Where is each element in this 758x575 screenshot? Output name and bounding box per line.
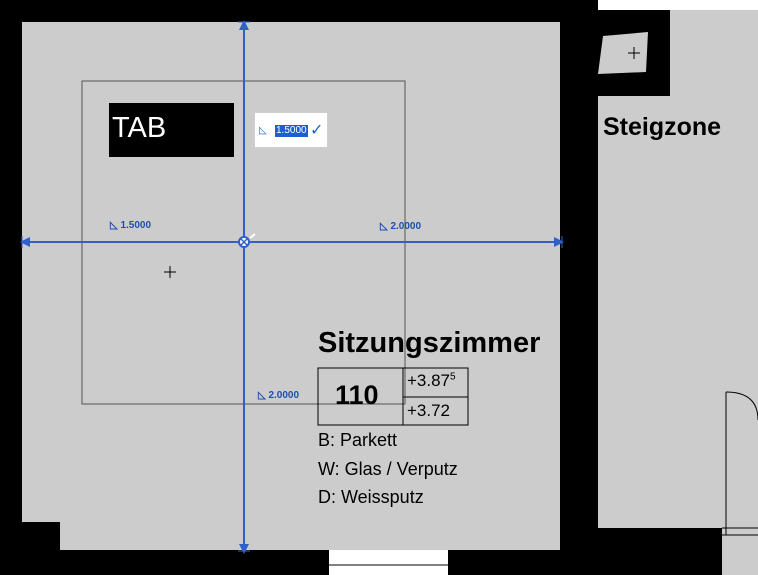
shaft-void — [598, 32, 648, 74]
door-jamb-left — [325, 550, 329, 575]
room-level-top[interactable]: +3.875 — [407, 371, 456, 390]
room-name-steigzone[interactable]: Steigzone — [603, 113, 722, 141]
angle-icon: ◺ — [380, 221, 391, 232]
wall-right — [560, 0, 598, 575]
door-jamb-right — [448, 550, 452, 575]
door-opening-bottom — [328, 550, 450, 575]
angle-icon: ◺ — [110, 220, 121, 231]
dimension-label-left[interactable]: ◺ 1.5000 — [110, 220, 152, 231]
floor-main-room — [22, 22, 560, 550]
room-level-top-suffix: 5 — [450, 371, 456, 383]
finish-floor: B: Parkett — [318, 430, 398, 450]
handle-cross-2 — [239, 237, 249, 247]
dimension-label-right[interactable]: ◺ 2.0000 — [380, 221, 422, 232]
wall-corner-piece — [22, 522, 60, 552]
dimension-input-value[interactable]: 1.5000 — [275, 125, 308, 137]
cursor-tick — [249, 233, 256, 239]
tab-key-hint: TAB — [109, 103, 234, 157]
arrow-left — [20, 237, 30, 247]
dimension-label-bottom[interactable]: ◺ 2.0000 — [258, 390, 300, 401]
arrow-top — [239, 20, 249, 30]
room-name-main[interactable]: Sitzungszimmer — [318, 327, 541, 359]
dimension-value-input[interactable]: ◺ 1.5000 ✓ — [254, 112, 328, 148]
wall-steigzone-bottom — [598, 528, 722, 575]
finish-ceiling: D: Weissputz — [318, 487, 424, 507]
finish-wall: W: Glas / Verputz — [318, 459, 458, 479]
angle-icon: ◺ — [258, 390, 269, 401]
room-number[interactable]: 110 — [335, 380, 379, 410]
steigzone-top-edge — [598, 0, 758, 10]
arrow-right — [554, 237, 564, 247]
tab-label: TAB — [112, 112, 167, 144]
confirm-check-icon[interactable]: ✓ — [310, 122, 324, 139]
arrow-bottom — [239, 544, 249, 554]
angle-icon: ◺ — [259, 125, 267, 136]
room-level-bottom[interactable]: +3.72 — [407, 401, 451, 420]
